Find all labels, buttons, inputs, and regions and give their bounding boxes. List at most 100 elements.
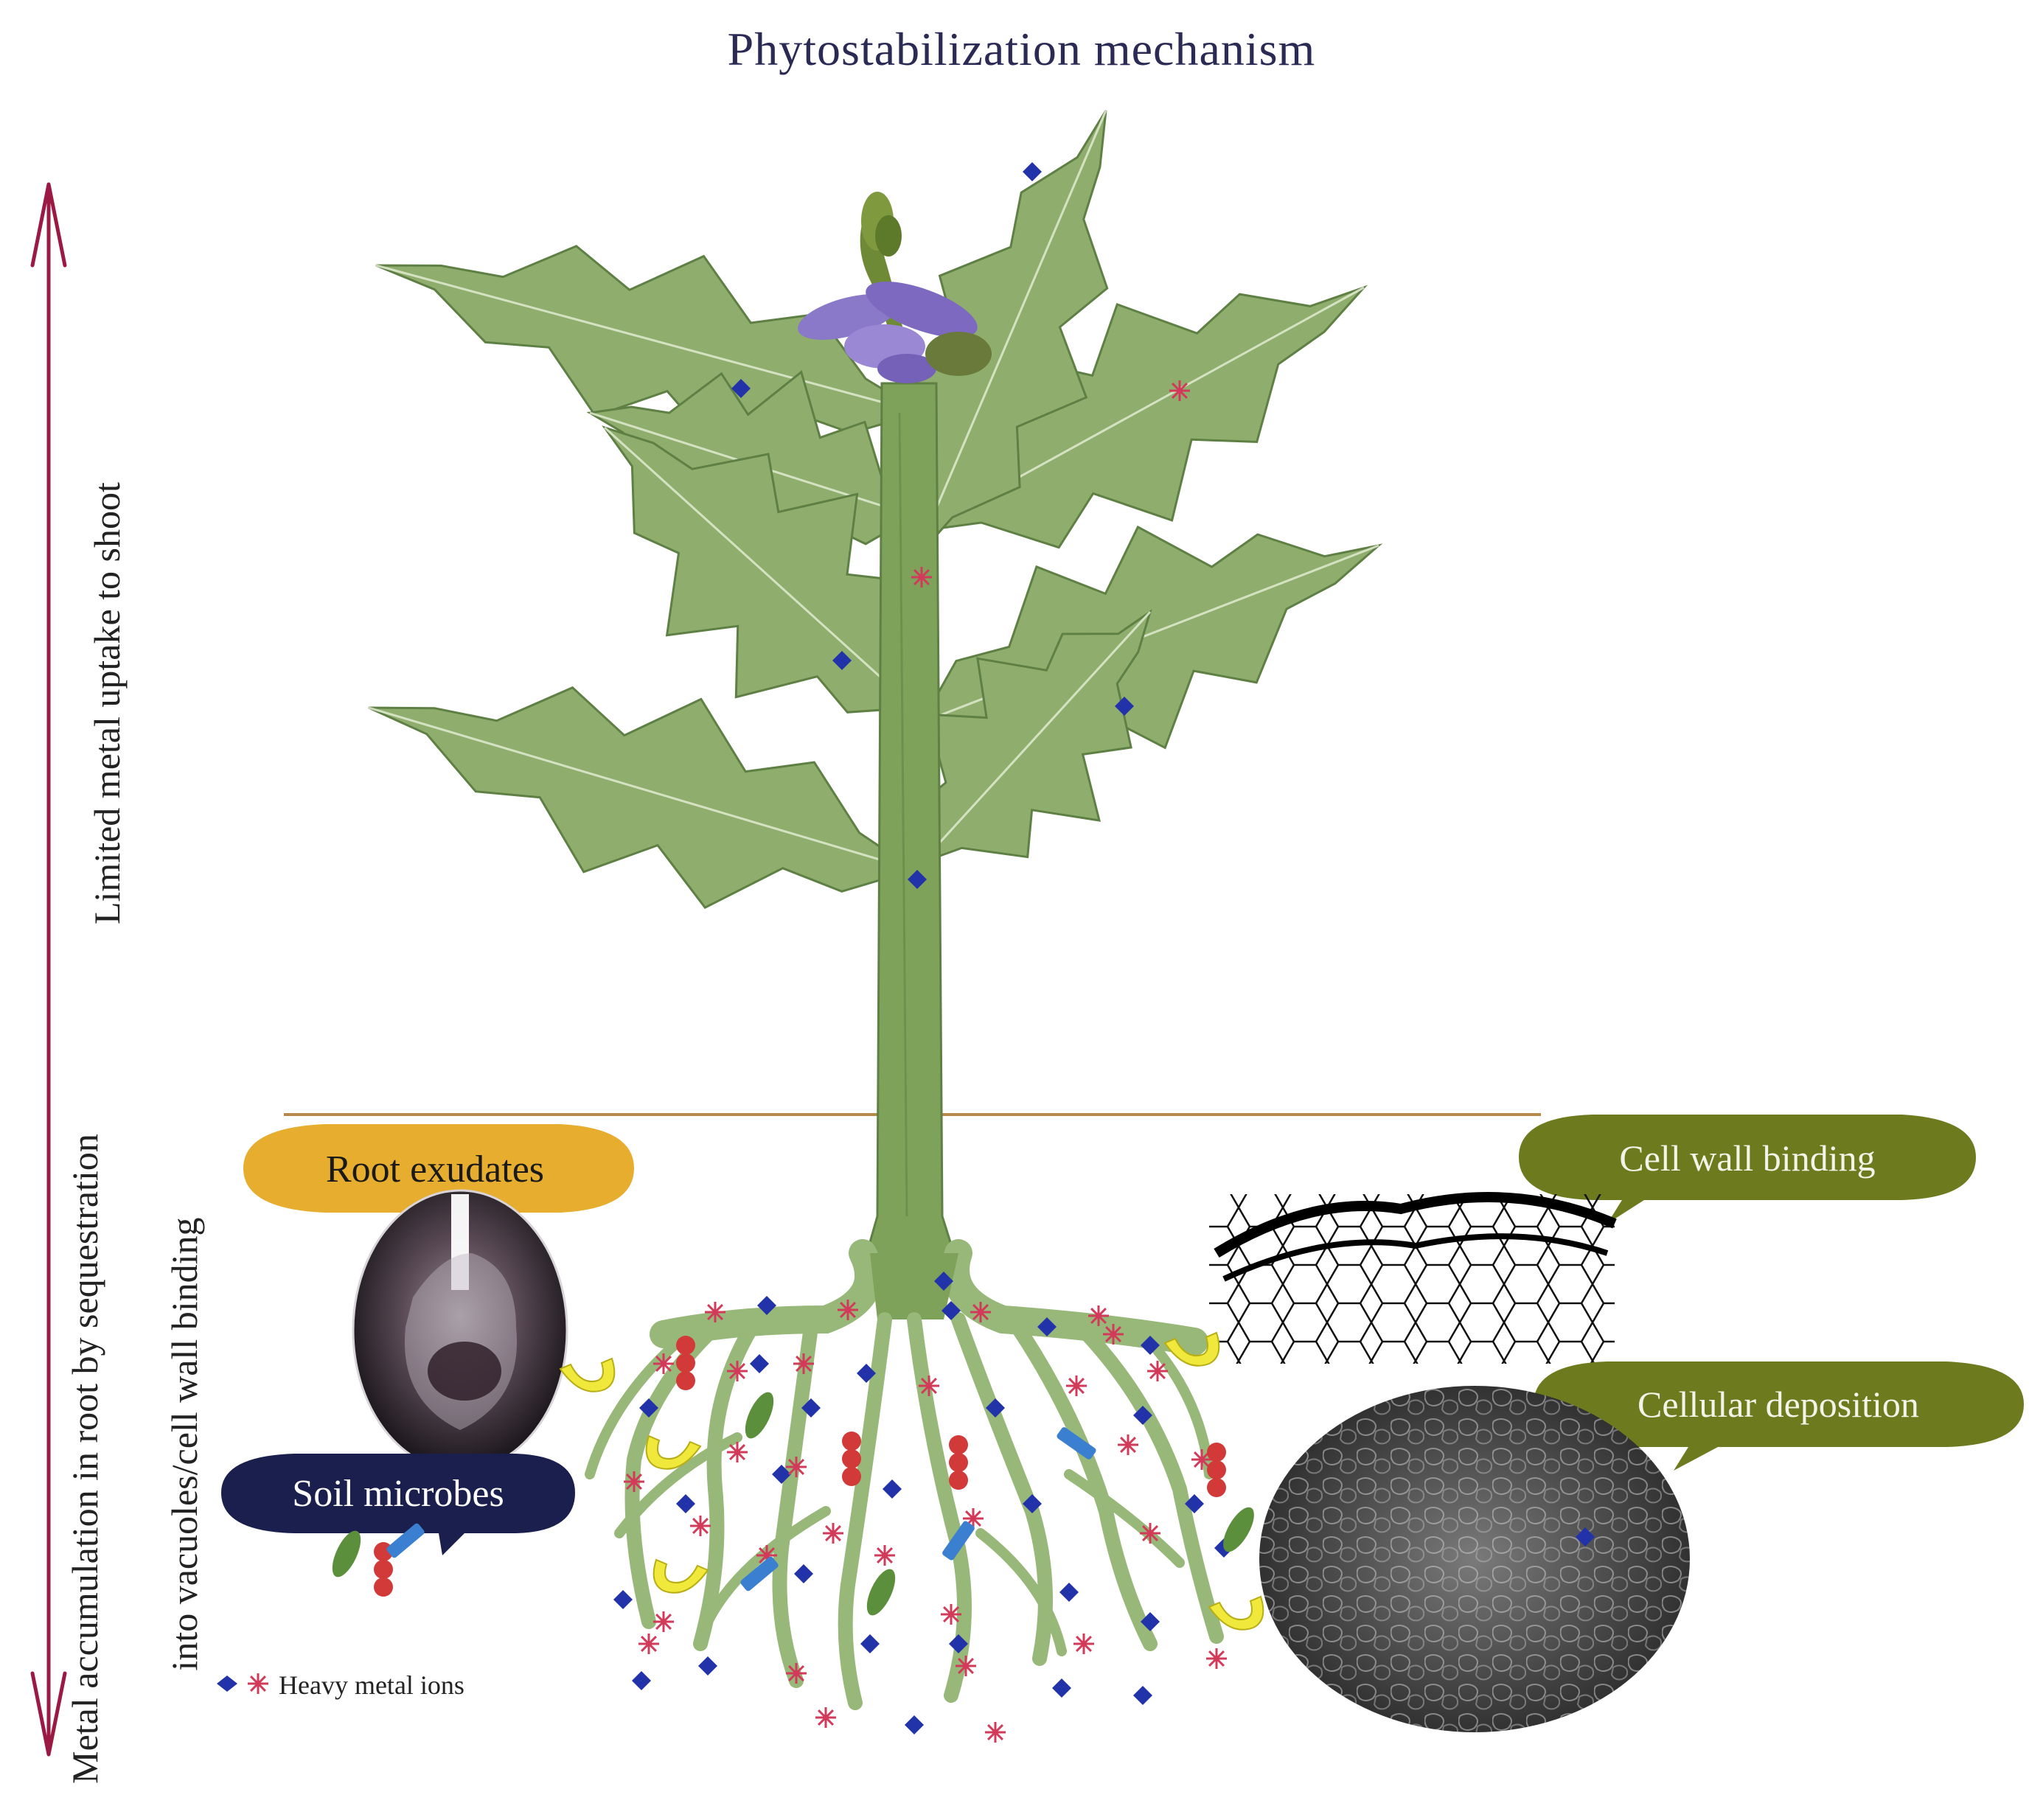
star-ion-icon bbox=[793, 1353, 814, 1374]
yellow-hook-icon bbox=[559, 1357, 616, 1392]
soil-microbes-callout: Soil microbes bbox=[221, 1454, 575, 1555]
star-ion-icon bbox=[624, 1471, 644, 1492]
microbe-rod-icon bbox=[740, 1556, 779, 1591]
diamond-ion-icon bbox=[772, 1465, 791, 1484]
star-ion-icon bbox=[1169, 380, 1190, 401]
star-ion-icon bbox=[823, 1523, 843, 1544]
star-ion-icon bbox=[1147, 1361, 1168, 1381]
star-ion-icon bbox=[1140, 1523, 1160, 1544]
diamond-ion-icon bbox=[1133, 1686, 1152, 1705]
diamond-ion-icon bbox=[731, 379, 751, 398]
diamond-ion-icon bbox=[1052, 1678, 1071, 1698]
red-dot-cluster bbox=[676, 1336, 695, 1390]
diamond-ion-icon bbox=[908, 870, 927, 889]
red-dot-cluster bbox=[1207, 1443, 1226, 1497]
diamond-ion-icon bbox=[942, 1301, 961, 1320]
yellow-hook-icon bbox=[652, 1558, 709, 1594]
diamond-ion-icon bbox=[1115, 697, 1134, 716]
red-dot-cluster bbox=[842, 1432, 861, 1486]
diamond-ion-icon bbox=[934, 1272, 953, 1291]
cell-wall-binding-callout: Cell wall binding bbox=[1519, 1115, 1976, 1224]
diamond-ion-icon bbox=[1141, 1336, 1160, 1355]
star-ion-icon bbox=[653, 1353, 674, 1374]
upper-side-label: Limited metal uptake to shoot bbox=[86, 482, 128, 924]
diamond-ion-icon bbox=[632, 1671, 651, 1690]
microbe-oval-icon bbox=[745, 1392, 774, 1439]
diamond-ion-icon bbox=[676, 1494, 695, 1513]
cellular-deposition-callout: Cellular deposition bbox=[1534, 1361, 2024, 1471]
star-ion-icon bbox=[653, 1611, 674, 1632]
star-ion-icon bbox=[985, 1722, 1006, 1743]
star-ion-icon bbox=[786, 1663, 807, 1684]
diamond-ion-icon bbox=[1023, 1494, 1042, 1513]
diamond-ion-icon bbox=[613, 1590, 633, 1609]
root-branch bbox=[1010, 1319, 1158, 1651]
diamond-ion-icon bbox=[857, 1364, 876, 1383]
microbe-rod-icon bbox=[386, 1523, 425, 1558]
diamond-ion-icon bbox=[750, 1354, 769, 1373]
star-ion-icon bbox=[815, 1707, 836, 1728]
star-ion-icon bbox=[1073, 1634, 1094, 1654]
plant-roots bbox=[585, 1239, 1224, 1710]
diamond-ion-icon bbox=[794, 1564, 813, 1583]
microbe-rod-icon bbox=[1057, 1427, 1096, 1460]
root-branch bbox=[772, 1319, 818, 1688]
uptake-arrow bbox=[30, 182, 67, 1757]
star-ion-icon bbox=[970, 1302, 991, 1322]
root-branch bbox=[624, 1327, 715, 1629]
cellular-deposition-micrograph bbox=[1259, 1386, 1690, 1732]
soil-microbes-label: Soil microbes bbox=[292, 1473, 504, 1515]
star-ion-icon bbox=[248, 1673, 268, 1694]
root-exudates-callout: Root exudates bbox=[243, 1124, 634, 1235]
diamond-ion-icon bbox=[1023, 162, 1042, 181]
flower-icon bbox=[798, 192, 992, 383]
lower-side-label-line2: into vacuoles/cell wall binding bbox=[164, 1217, 205, 1671]
root-branch bbox=[703, 1506, 831, 1627]
star-ion-icon bbox=[911, 567, 932, 588]
microbe-oval-icon bbox=[866, 1569, 896, 1616]
star-ion-icon bbox=[638, 1634, 659, 1654]
cellular-deposition-label: Cellular deposition bbox=[1637, 1384, 1919, 1425]
star-ion-icon bbox=[941, 1604, 961, 1625]
root-exudate-drop-image bbox=[352, 1189, 568, 1472]
red-dot-cluster bbox=[949, 1435, 968, 1490]
leaf-lower-left bbox=[368, 686, 917, 910]
diamond-ion-icon bbox=[860, 1634, 880, 1653]
root-branch bbox=[693, 1319, 759, 1651]
diamond-ion-icon bbox=[1141, 1612, 1160, 1631]
star-ion-icon bbox=[1206, 1648, 1227, 1669]
root-exudates-label: Root exudates bbox=[326, 1148, 544, 1190]
diamond-ion-icon bbox=[832, 651, 852, 670]
root-branch bbox=[975, 1528, 1067, 1656]
microbe-rod-icon bbox=[942, 1521, 975, 1561]
red-dot-cluster bbox=[374, 1542, 393, 1597]
soil-particles bbox=[332, 162, 1595, 1743]
heavy-metal-legend: Heavy metal ions bbox=[217, 1670, 464, 1700]
phytostabilization-illustration: Root exudates Soil microbes Cell wall bi… bbox=[30, 110, 2024, 1757]
diamond-ion-icon bbox=[1185, 1494, 1204, 1513]
microbe-oval-icon bbox=[1223, 1507, 1254, 1552]
star-ion-icon bbox=[1088, 1305, 1109, 1326]
diamond-ion-icon bbox=[883, 1479, 902, 1499]
root-branch bbox=[1076, 1323, 1224, 1644]
star-ion-icon bbox=[874, 1545, 895, 1566]
diagram-title: Phytostabilization mechanism bbox=[727, 23, 1316, 75]
diamond-ion-icon bbox=[1576, 1527, 1595, 1547]
star-ion-icon bbox=[786, 1457, 807, 1477]
diamond-ion-icon bbox=[1037, 1317, 1057, 1336]
star-ion-icon bbox=[1103, 1324, 1124, 1345]
diamond-ion-icon bbox=[905, 1715, 924, 1734]
yellow-hook-icon bbox=[1163, 1331, 1220, 1367]
cell-wall-network-image bbox=[1209, 1192, 1617, 1364]
diagram-canvas: Phytostabilization mechanism bbox=[30, 23, 2024, 1784]
star-ion-icon bbox=[727, 1361, 748, 1381]
yellow-hook-icon bbox=[645, 1434, 702, 1470]
root-branch bbox=[1064, 1469, 1185, 1568]
star-ion-icon bbox=[919, 1376, 939, 1396]
diamond-ion-icon bbox=[801, 1398, 821, 1418]
diamond-ion-icon bbox=[986, 1398, 1005, 1418]
star-ion-icon bbox=[727, 1442, 748, 1462]
plant-leaves bbox=[368, 110, 1383, 910]
cell-wall-binding-label: Cell wall binding bbox=[1619, 1137, 1875, 1179]
diamond-ion-icon bbox=[1133, 1406, 1152, 1425]
